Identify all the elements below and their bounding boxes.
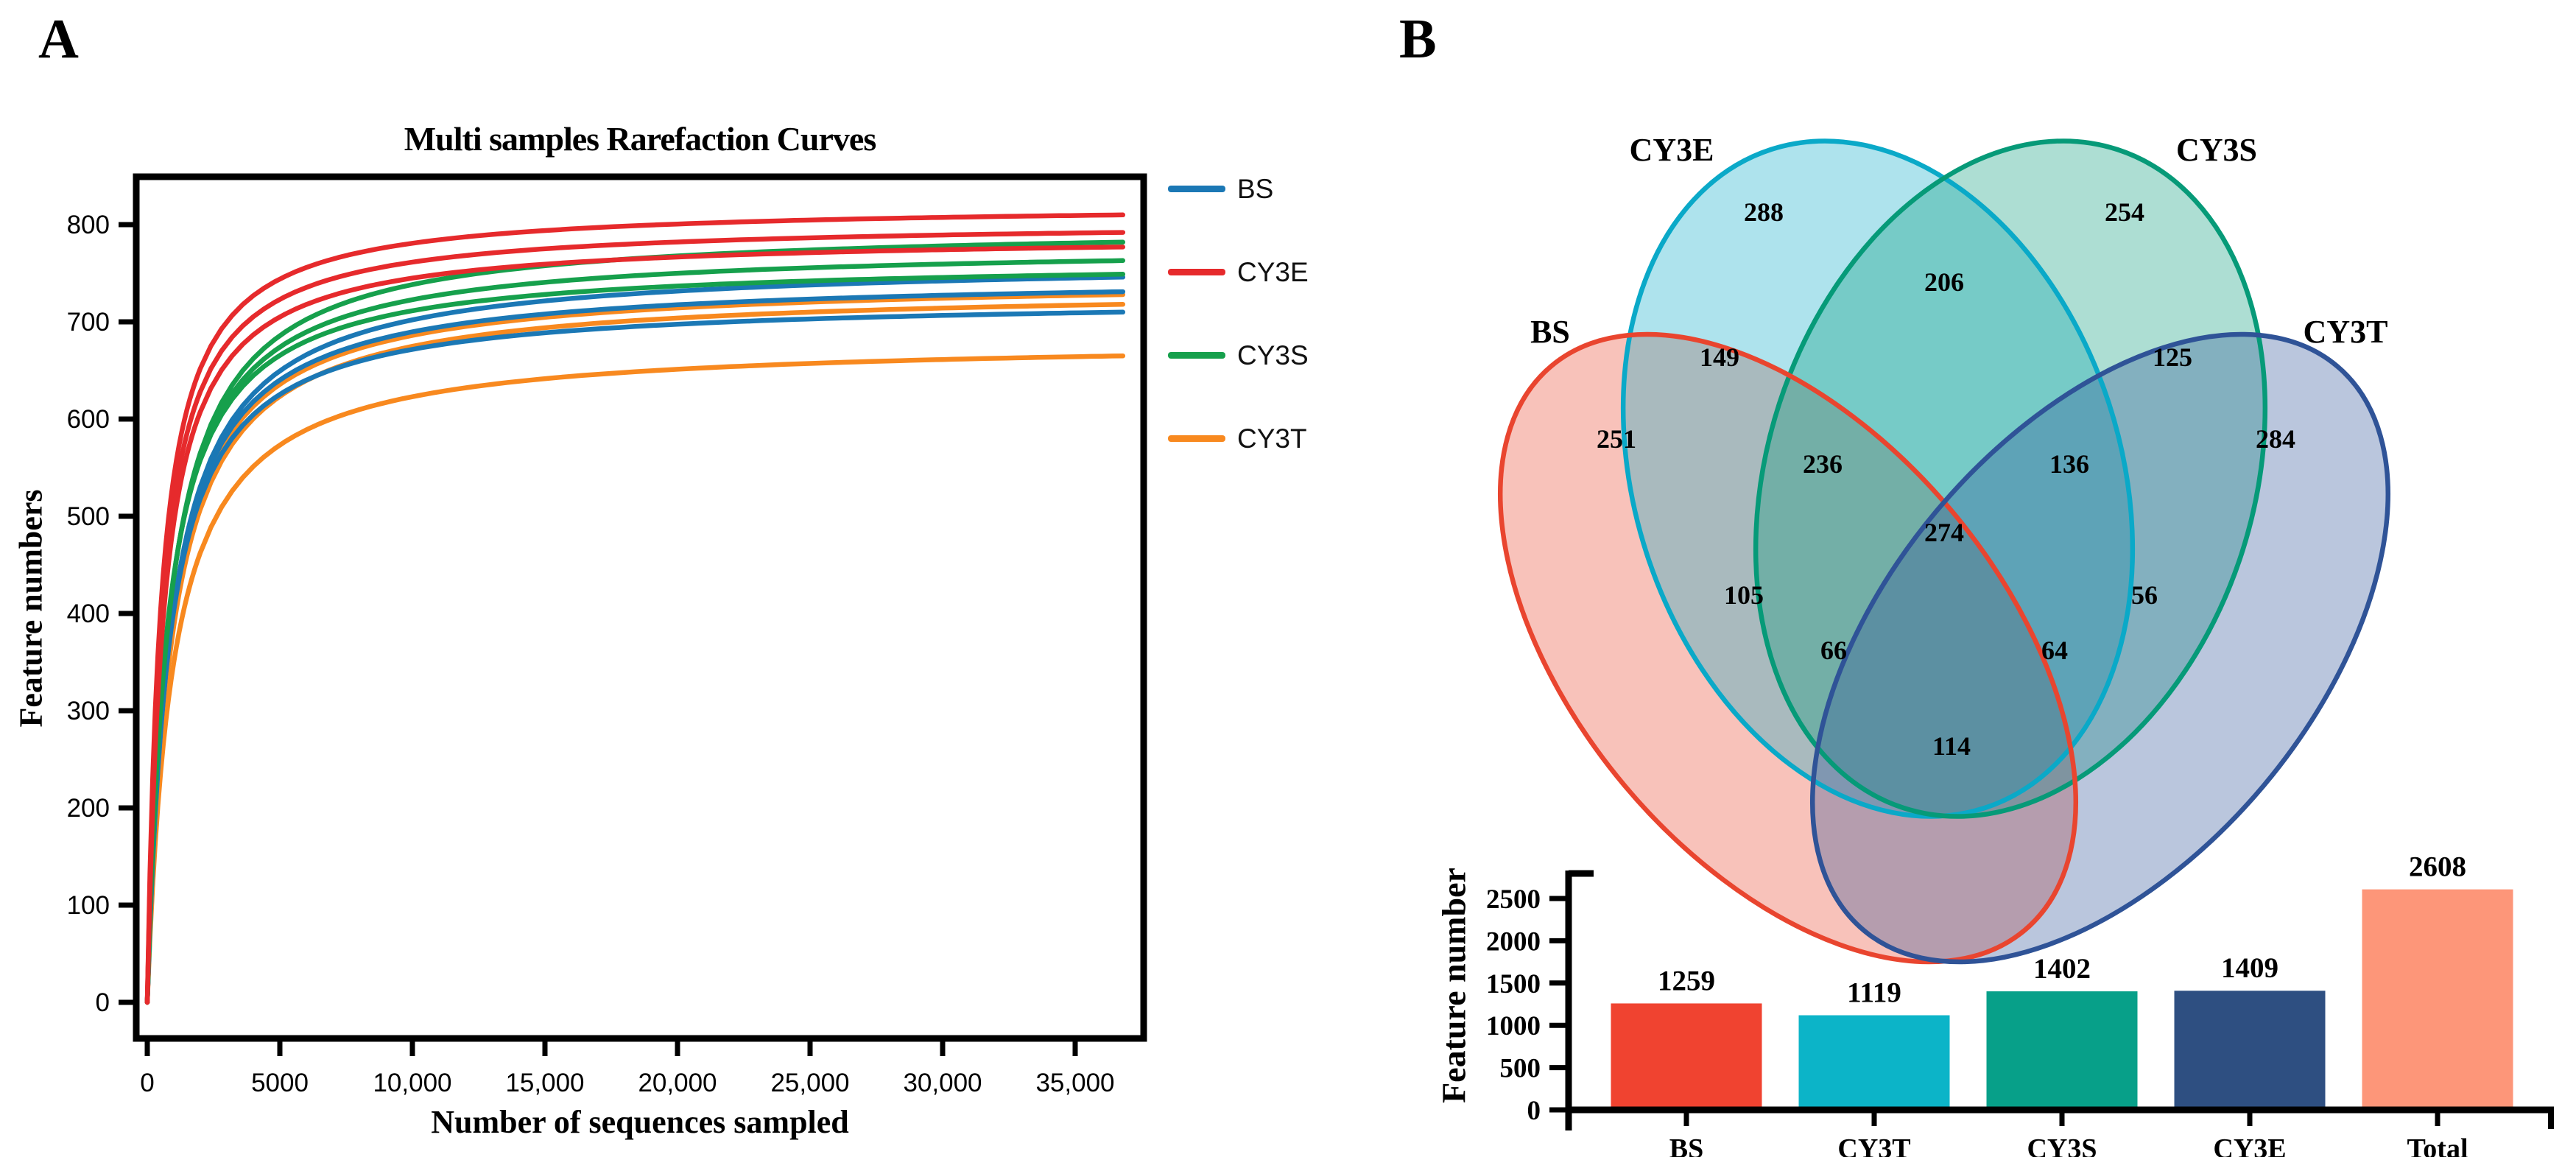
- plot-box-a: [133, 173, 1147, 1042]
- bar-category-label-Total: Total: [2407, 1133, 2468, 1157]
- bar-category-label-CY3S: CY3S: [2027, 1133, 2097, 1157]
- rarefaction-curve-CY3T-1: [144, 301, 1126, 1005]
- x-axis-tick-label-a: 0: [140, 1069, 154, 1097]
- x-axis-tick-label-a: 10,000: [373, 1069, 451, 1097]
- venn-region-count-CY3S_CY3T: 125: [2153, 342, 2192, 372]
- bar-category-label-CY3E: CY3E: [2213, 1133, 2286, 1157]
- bar-value-CY3E: 1409: [2221, 952, 2278, 984]
- bar-CY3S: [1986, 991, 2138, 1108]
- venn-region-count-BS_CY3T: 114: [1932, 731, 1971, 761]
- legend-item-BS: BS: [1168, 175, 1309, 203]
- legend-line-swatch: [1168, 186, 1225, 192]
- rarefaction-x-axis-label: Number of sequences sampled: [431, 1104, 849, 1140]
- bar-category-label-BS: BS: [1669, 1133, 1703, 1157]
- rarefaction-y-axis-label: Feature numbers: [13, 489, 49, 728]
- bar-CY3E: [2174, 991, 2326, 1108]
- legend-line-swatch: [1168, 352, 1225, 359]
- venn-ellipse-fill-CY3E: [1623, 141, 2133, 817]
- bar-y-tick-label: 2000: [1486, 926, 1541, 957]
- rarefaction-curve-CY3E-10: [144, 230, 1126, 1005]
- y-axis-tick-label-a: 600: [67, 405, 110, 434]
- venn-set-label-CY3T: CY3T: [2304, 314, 2388, 350]
- bar-Total: [2362, 889, 2513, 1108]
- bar-y-tick-label: 500: [1500, 1054, 1541, 1084]
- bar-CY3T: [1798, 1015, 1950, 1108]
- y-axis-tick-label-a: 200: [67, 794, 110, 823]
- y-axis-tick-label-a: 0: [96, 988, 110, 1017]
- rarefaction-title: Multi samples Rarefaction Curves: [404, 120, 876, 158]
- x-axis-tick-label-a: 15,000: [505, 1069, 584, 1097]
- venn-ellipse-outline-CY3T: [1810, 331, 2390, 965]
- bar-y-axis-label: Feature number: [1435, 868, 1473, 1103]
- legend-item-CY3E: CY3E: [1168, 259, 1309, 286]
- y-axis-tick-label-a: 100: [67, 891, 110, 920]
- x-axis-tick-label-a: 35,000: [1035, 1069, 1114, 1097]
- venn-ellipse-outline-BS: [1498, 331, 2078, 965]
- rarefaction-curve-CY3E-9: [144, 245, 1126, 1005]
- legend-item-label: CY3S: [1237, 340, 1309, 370]
- venn-region-count-BS_CY3E_CY3S_CY3T: 274: [1924, 518, 1964, 547]
- legend-item-CY3S: CY3S: [1168, 342, 1309, 369]
- venn-region-count-CY3E_CY3T: 56: [2131, 580, 2158, 610]
- legend-item-label: CY3T: [1237, 423, 1307, 454]
- rarefaction-curve-CY3T-0: [144, 353, 1126, 1005]
- rarefaction-curve-CY3E-11: [144, 212, 1126, 1005]
- venn-ellipse-outline-CY3E: [1620, 138, 2136, 819]
- rarefaction-curve-CY3T-2: [144, 292, 1126, 1005]
- bar-y-tick-label: 1000: [1486, 1011, 1541, 1041]
- venn-region-count-BS_CY3S: 105: [1724, 580, 1764, 610]
- rarefaction-legend: BS CY3E CY3S CY3T: [1168, 175, 1309, 452]
- legend-item-label: CY3E: [1237, 257, 1309, 287]
- legend-line-swatch: [1168, 435, 1225, 442]
- venn-set-label-BS: BS: [1530, 314, 1570, 350]
- legend-item-CY3T: CY3T: [1168, 425, 1309, 452]
- bar-value-CY3S: 1402: [2033, 953, 2091, 985]
- panel-b-letter: B: [1399, 8, 1437, 70]
- x-axis-tick-label-a: 30,000: [903, 1069, 982, 1097]
- venn-region-count-BS_CY3S_CY3T: 66: [1820, 636, 1847, 665]
- venn-region-count-CY3T: 284: [2256, 424, 2295, 454]
- rarefaction-curve-BS-4: [144, 289, 1126, 1005]
- venn-region-count-CY3E_CY3S_CY3T: 136: [2049, 449, 2089, 479]
- venn-region-count-CY3S: 254: [2105, 197, 2144, 227]
- y-axis-tick-label-a: 800: [67, 211, 110, 239]
- bar-y-tick-label: 0: [1527, 1096, 1541, 1126]
- venn-region-count-BS: 251: [1597, 424, 1636, 454]
- bar-value-CY3T: 1119: [1847, 977, 1901, 1009]
- venn-region-count-BS_CY3E_CY3S: 236: [1803, 449, 1843, 479]
- venn-region-count-CY3E_CY3S: 206: [1924, 267, 1964, 297]
- bar-category-label-CY3T: CY3T: [1837, 1133, 1910, 1157]
- legend-line-swatch: [1168, 269, 1225, 275]
- rarefaction-curve-CY3S-8: [144, 239, 1126, 1005]
- panel-a-letter: A: [38, 8, 79, 70]
- x-axis-tick-label-a: 5000: [251, 1069, 309, 1097]
- venn-ellipse-fill-CY3S: [1756, 141, 2265, 817]
- rarefaction-curve-BS-3: [144, 309, 1126, 1005]
- x-axis-tick-label-a: 20,000: [638, 1069, 717, 1097]
- x-axis-tick-label-a: 25,000: [770, 1069, 849, 1097]
- legend-item-label: BS: [1237, 174, 1274, 204]
- y-axis-tick-label-a: 300: [67, 697, 110, 725]
- bar-BS: [1611, 1003, 1762, 1108]
- venn-region-count-CY3E: 288: [1744, 197, 1784, 227]
- venn-region-count-BS_CY3E_CY3T: 64: [2041, 636, 2068, 665]
- bar-value-Total: 2608: [2409, 851, 2466, 883]
- y-axis-tick-label-a: 400: [67, 599, 110, 628]
- y-axis-tick-label-a: 500: [67, 502, 110, 531]
- rarefaction-curve-CY3S-6: [144, 272, 1126, 1005]
- bar-y-tick-label: 2500: [1486, 885, 1541, 915]
- venn-set-label-CY3E: CY3E: [1630, 132, 1714, 168]
- bar-y-tick-label: 1500: [1486, 969, 1541, 999]
- bar-value-BS: 1259: [1658, 965, 1715, 996]
- rarefaction-curve-BS-5: [144, 275, 1126, 1005]
- venn-ellipse-outline-CY3S: [1753, 138, 2268, 819]
- venn-region-count-BS_CY3E: 149: [1700, 342, 1739, 372]
- y-axis-tick-label-a: 700: [67, 308, 110, 337]
- venn-set-label-CY3S: CY3S: [2176, 132, 2257, 168]
